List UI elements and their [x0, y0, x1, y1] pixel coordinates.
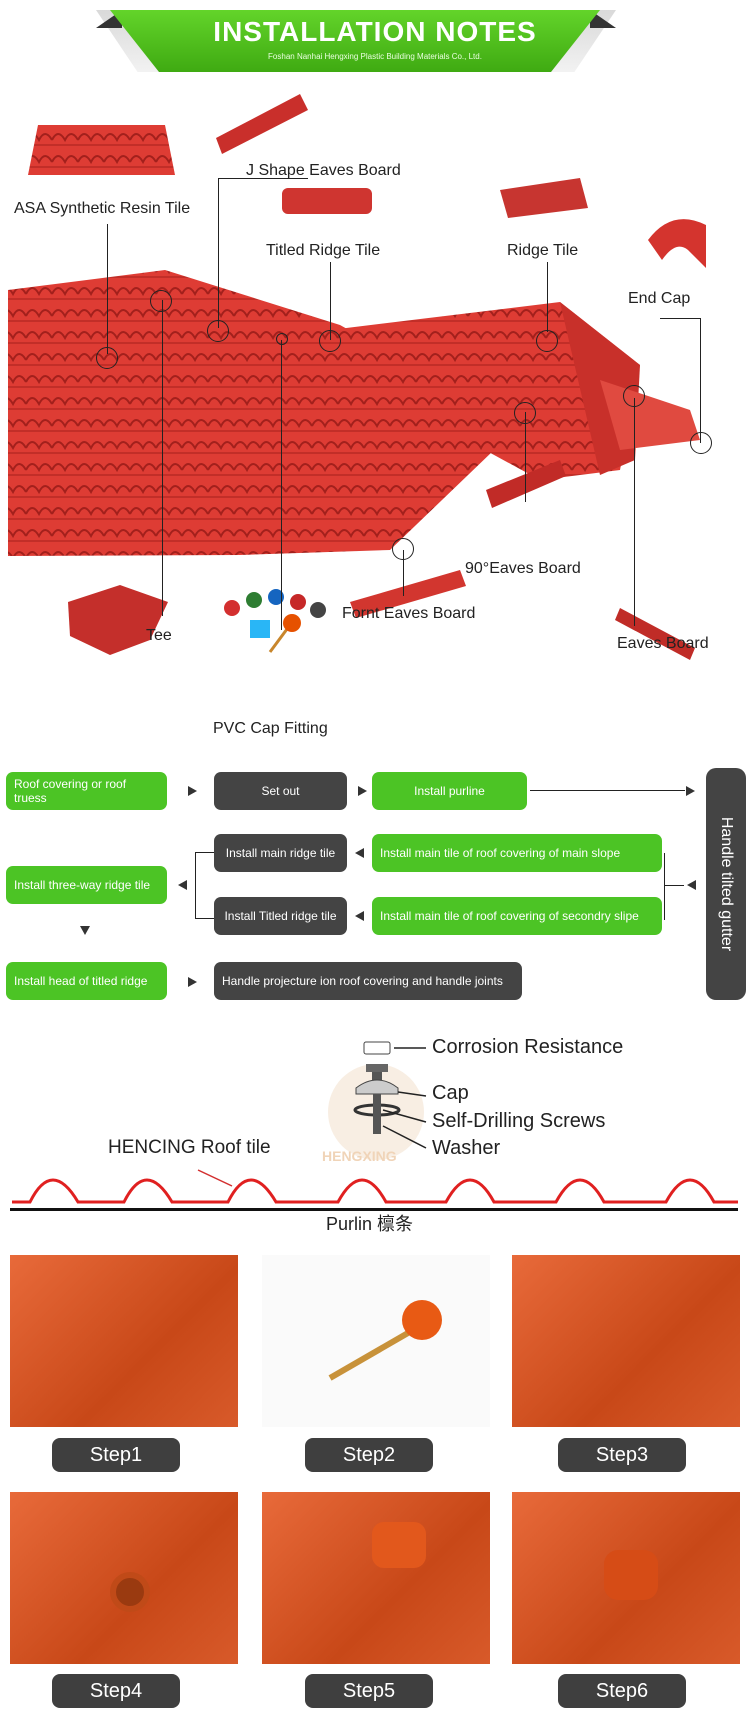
tee-leader [162, 300, 163, 616]
ridge-marker [536, 330, 558, 352]
asa-marker [96, 347, 118, 369]
step6-photo [512, 1492, 740, 1664]
tee-image [68, 585, 168, 655]
end-cap-leader [700, 318, 701, 443]
flow-projecture: Handle projecture ion roof covering and … [214, 962, 522, 1000]
label-roof-tile: HENCING Roof tile [108, 1137, 271, 1158]
label-eaves-90: 90°Eaves Board [465, 560, 581, 577]
label-tee: Tee [146, 627, 172, 644]
step2-photo [262, 1255, 490, 1427]
step4-photo [10, 1492, 238, 1664]
flow-arrow [188, 786, 197, 796]
step1-photo [10, 1255, 238, 1427]
flow-head-titled: Install head of titled ridge [6, 962, 167, 1000]
step3-photo [512, 1255, 740, 1427]
washer-icon [110, 1572, 150, 1612]
main-roof [8, 270, 520, 556]
label-eaves-board: Eaves Board [617, 635, 709, 652]
titled-ridge-leader [330, 262, 331, 340]
page-subtitle: Foshan Nanhai Hengxing Plastic Building … [268, 52, 482, 61]
front-eaves-image [350, 570, 466, 618]
label-ridge: Ridge Tile [507, 242, 579, 259]
flow-bracket [664, 885, 684, 886]
titled-ridge-marker [319, 330, 341, 352]
j-shape-image [216, 94, 308, 154]
flow-titled-ridge: Install Titled ridge tile [214, 897, 347, 935]
flow-three-way: Install three-way ridge tile [6, 866, 167, 904]
cap-icon [372, 1522, 426, 1568]
flow-bracket [195, 918, 214, 919]
flow-main-slope: Install main tile of roof covering of ma… [372, 834, 662, 872]
label-titled-ridge: Titled Ridge Tile [266, 242, 381, 259]
eaves-board-marker [623, 385, 645, 407]
front-eaves-marker [392, 538, 414, 560]
step2-label: Step2 [305, 1438, 433, 1472]
flow-main-ridge: Install main ridge tile [214, 834, 347, 872]
flow-arrow [686, 786, 695, 796]
j-shape-leader [218, 178, 219, 328]
flow-set-out: Set out [214, 772, 347, 810]
ridge-leader [547, 262, 548, 332]
eaves-90-image [486, 460, 566, 508]
banner [110, 10, 600, 72]
step5-label: Step5 [305, 1674, 433, 1708]
step5-photo [262, 1492, 490, 1664]
pvc-cap-image [224, 589, 326, 653]
secondary-roof [330, 302, 640, 480]
flow-bracket [195, 852, 214, 853]
front-eaves-leader [403, 550, 404, 596]
label-cap: Cap [432, 1082, 469, 1104]
step6-label: Step6 [558, 1674, 686, 1708]
j-shape-leader-h [218, 178, 308, 179]
flow-handle-gutter: Handle tilted gutter [706, 768, 746, 1000]
label-j-shape: J Shape Eaves Board [246, 162, 401, 179]
flow-secondary-slope: Install main tile of roof covering of se… [372, 897, 662, 935]
flow-bracket [195, 852, 196, 919]
eaves-90-leader [525, 412, 526, 502]
step1-label: Step1 [52, 1438, 180, 1472]
flow-arrow [687, 880, 696, 890]
roof-diagram [8, 94, 706, 660]
label-self-drilling: Self-Drilling Screws [432, 1110, 606, 1132]
label-end-cap: End Cap [628, 290, 691, 307]
label-pvc-cap: PVC Cap Fitting [213, 720, 328, 737]
step4-label: Step4 [52, 1674, 180, 1708]
label-washer: Washer [432, 1137, 501, 1159]
asa-leader [107, 224, 108, 354]
end-cap-image [648, 219, 706, 268]
ridge-tile-image [500, 178, 588, 218]
pvc-cap-marker [276, 333, 288, 345]
end-cap-leader-h [660, 318, 700, 319]
eaves-board-image [615, 608, 695, 660]
label-asa: ASA Synthetic Resin Tile [14, 200, 191, 217]
eaves-90-marker [514, 402, 536, 424]
flow-handle-gutter-label: Handle tilted gutter [718, 816, 735, 952]
titled-ridge-image [282, 188, 372, 214]
flow-bracket [664, 853, 665, 920]
page-title: INSTALLATION NOTES [213, 16, 537, 47]
pvc-cap-leader [281, 340, 282, 630]
label-front-eaves: Fornt Eaves Board [342, 605, 476, 622]
j-shape-marker [207, 320, 229, 342]
flow-arrow [358, 786, 367, 796]
cap-icon [402, 1300, 442, 1340]
flow-arrow [178, 880, 187, 890]
flow-line [530, 790, 685, 791]
end-cap-marker [690, 432, 712, 454]
flow-arrow [355, 848, 364, 858]
flow-roof-covering: Roof covering or roof truess [6, 772, 167, 810]
asa-tile-image [28, 125, 175, 175]
step3-label: Step3 [558, 1438, 686, 1472]
flow-arrow-down [80, 926, 90, 935]
eaves-board-leader [634, 398, 635, 626]
label-corrosion: Corrosion Resistance [432, 1036, 624, 1058]
flow-arrow [188, 977, 197, 987]
flow-arrow [355, 911, 364, 921]
label-purlin: Purlin 檩条 [326, 1214, 414, 1234]
tee-marker [150, 290, 172, 312]
cap-icon [604, 1550, 658, 1600]
watermark-logo: HENGXING [322, 1148, 397, 1164]
screw-diagram [10, 1041, 738, 1211]
flow-install-purline: Install purline [372, 772, 527, 810]
